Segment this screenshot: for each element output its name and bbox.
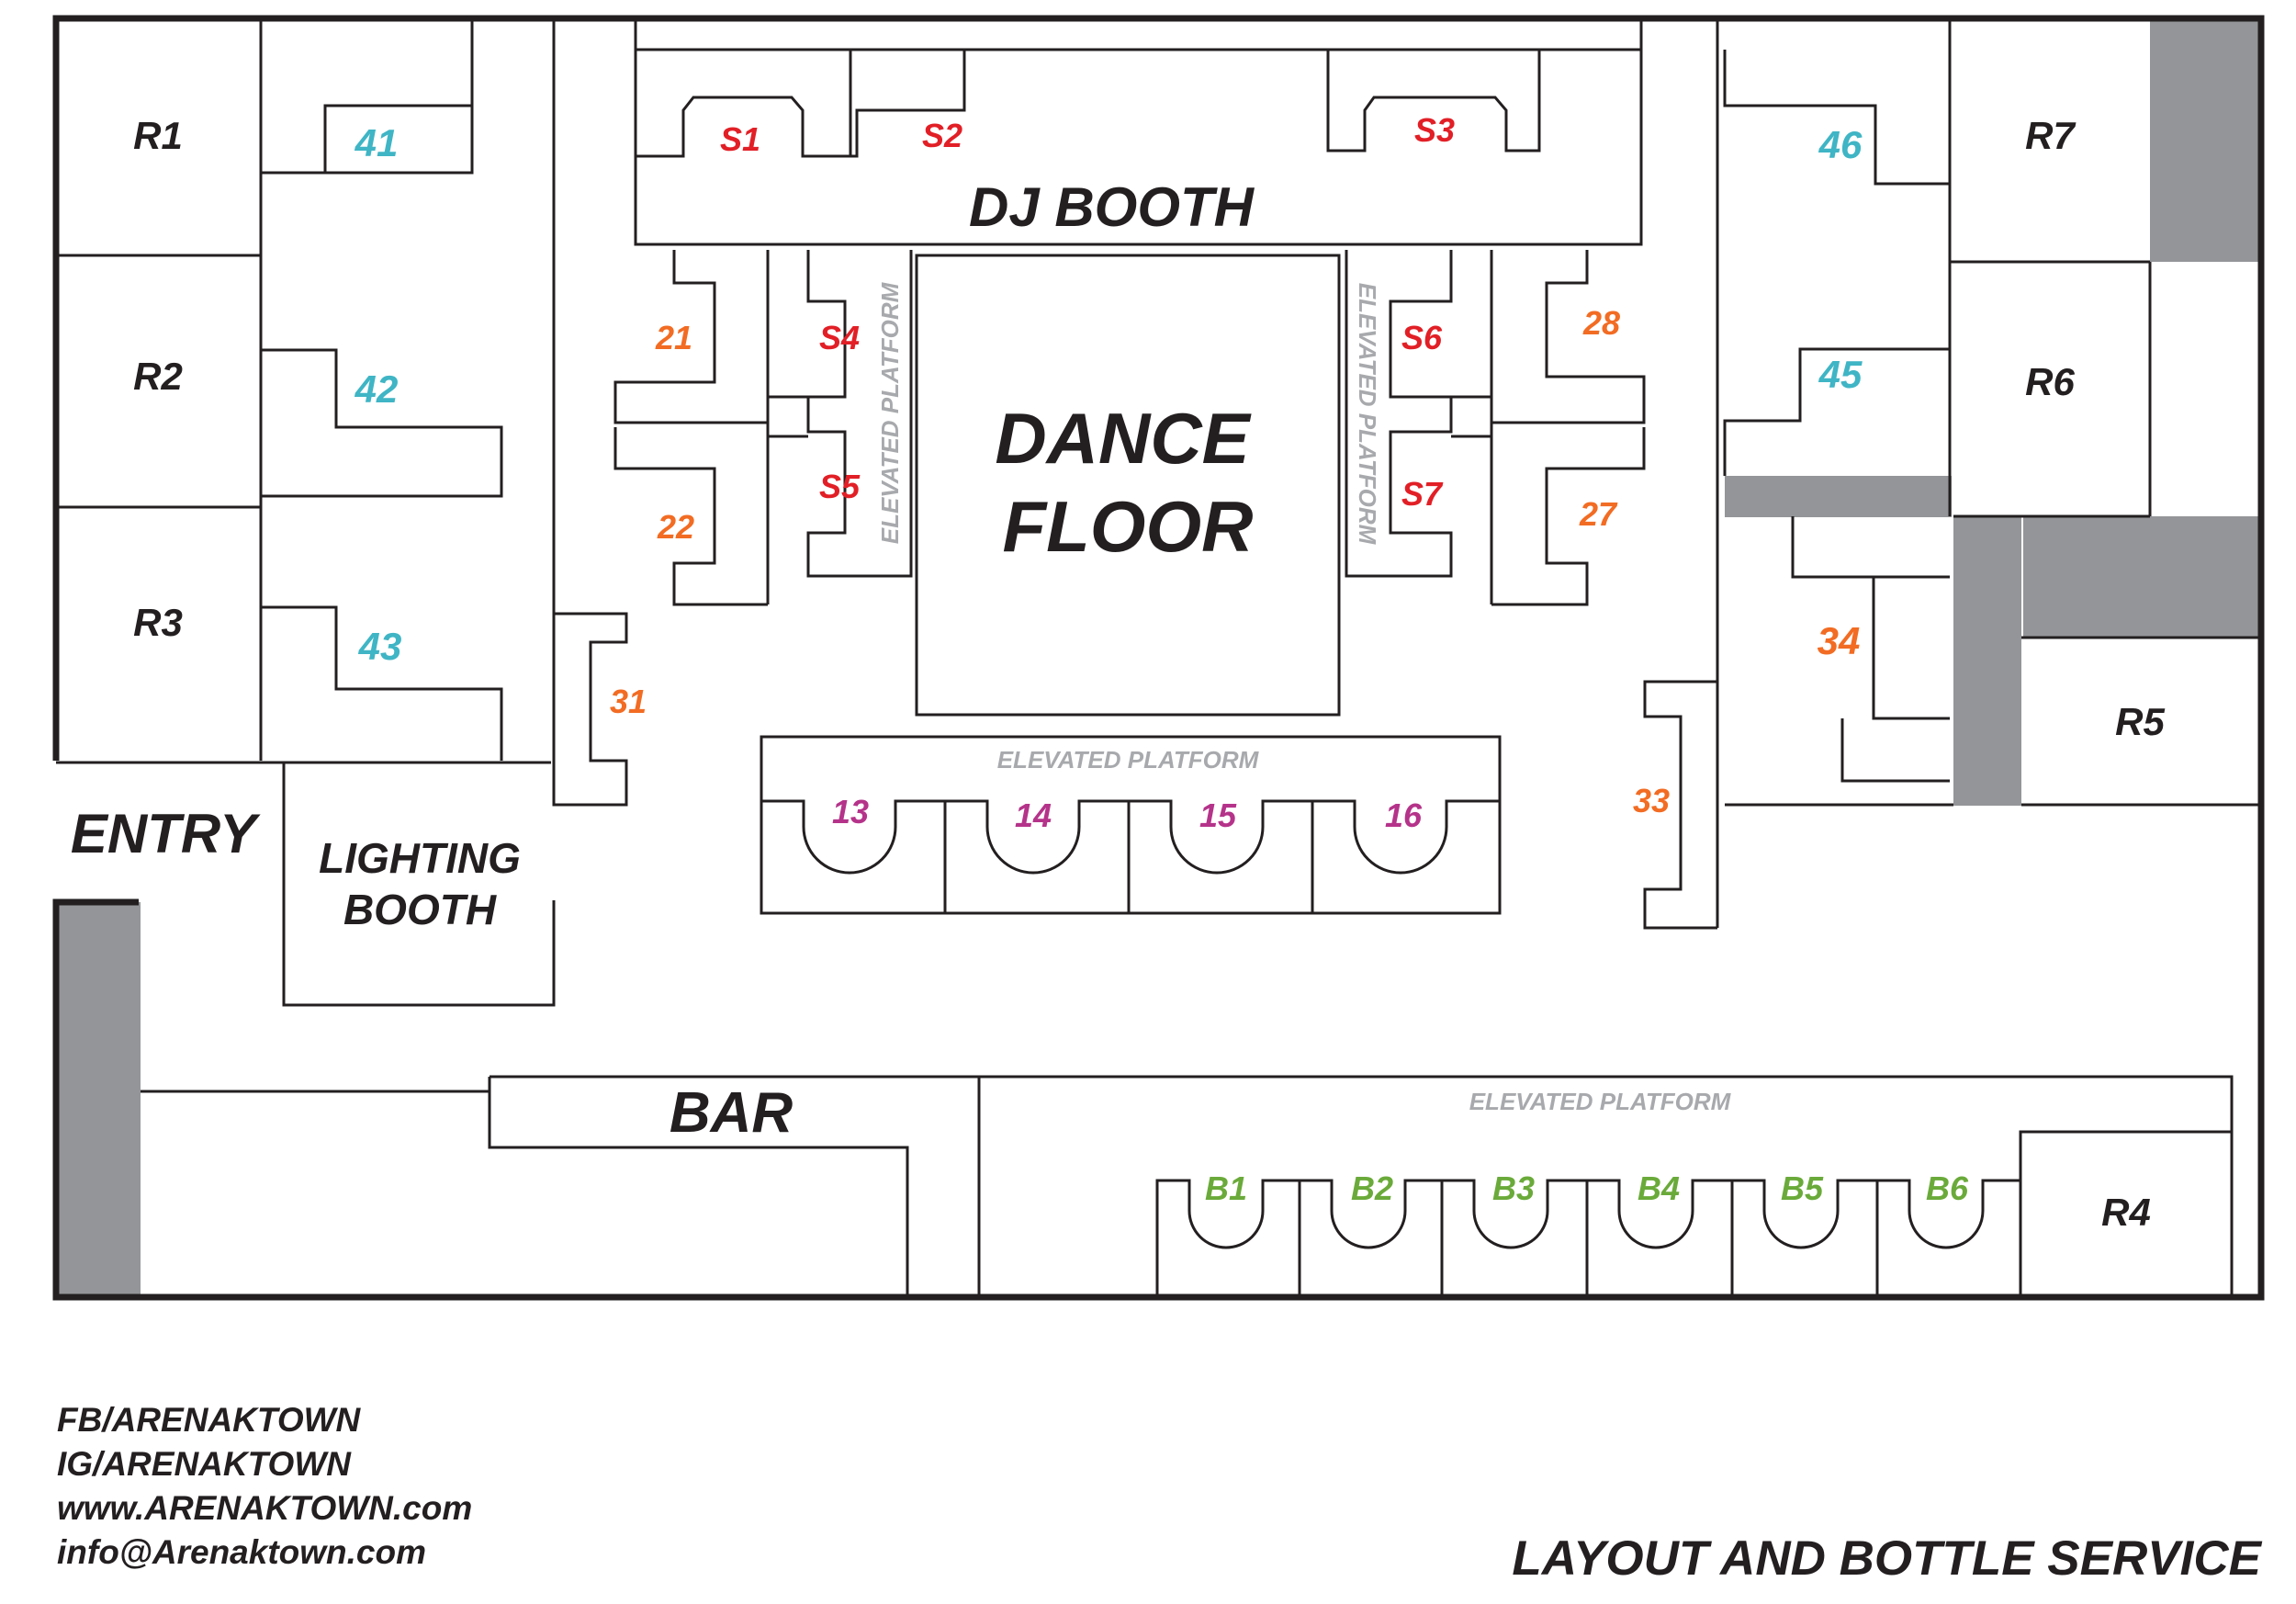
table-14[interactable]: 14 [1015,796,1052,834]
platform-label-left: ELEVATED PLATFORM [876,281,904,544]
table-b4[interactable]: B4 [1638,1169,1680,1207]
platform-label-bottom: ELEVATED PLATFORM [1469,1088,1732,1115]
table-33[interactable]: 33 [1633,782,1670,819]
area-labels: DJ BOOTH DANCE FLOOR ENTRY LIGHTING BOOT… [71,176,1255,1145]
table-21[interactable]: 21 [655,319,692,356]
footer-social: FB/ARENAKTOWN IG/ARENAKTOWN www.ARENAKTO… [57,1398,472,1575]
column-right-band [1725,476,1952,517]
table-s2[interactable]: S2 [922,117,962,154]
table-41[interactable]: 41 [355,121,399,164]
platform-label-right: ELEVATED PLATFORM [1354,283,1381,546]
column-entry [56,902,141,1297]
table-45[interactable]: 45 [1818,353,1863,396]
outer-walls [52,15,2265,1301]
column-right-vertical [1953,516,2021,806]
room-r4[interactable]: R4 [2101,1191,2151,1234]
instagram-handle[interactable]: IG/ARENAKTOWN [57,1445,351,1483]
lighting-booth-label-line1: LIGHTING [319,834,521,882]
stage-tables: S1 S2 S3 S4 S5 S6 S7 [720,111,1455,513]
table-s1[interactable]: S1 [720,120,760,158]
platform-labels: ELEVATED PLATFORM ELEVATED PLATFORM ELEV… [876,281,1732,1115]
table-43[interactable]: 43 [358,625,402,668]
table-15[interactable]: 15 [1199,796,1237,834]
bar-label: BAR [670,1081,793,1145]
email-link[interactable]: info@Arenaktown.com [57,1533,426,1571]
table-s7[interactable]: S7 [1401,475,1444,513]
table-22[interactable]: 22 [657,508,694,546]
facebook-handle[interactable]: FB/ARENAKTOWN [57,1401,361,1439]
table-16[interactable]: 16 [1385,796,1423,834]
website-link[interactable]: www.ARENAKTOWN.com [57,1489,473,1527]
column-right-block [2023,516,2259,638]
interior-walls [56,17,2259,1297]
table-27[interactable]: 27 [1579,495,1618,533]
entry-label: ENTRY [71,803,261,864]
table-s5[interactable]: S5 [819,468,861,505]
lighting-booth-label-line2: BOOTH [343,886,497,933]
table-s3[interactable]: S3 [1414,111,1455,149]
room-r7[interactable]: R7 [2025,114,2076,157]
orange-tables: 21 22 27 28 31 33 34 [610,304,1860,819]
table-b6[interactable]: B6 [1926,1169,1969,1207]
structural-columns [56,18,2259,1297]
room-r1[interactable]: R1 [133,114,183,157]
table-46[interactable]: 46 [1818,123,1863,166]
table-34[interactable]: 34 [1818,619,1861,662]
dj-booth-label: DJ BOOTH [969,176,1255,238]
table-s4[interactable]: S4 [819,319,860,356]
layout-title: LAYOUT AND BOTTLE SERVICE [1512,1531,2261,1586]
magenta-tables: 13 14 15 16 [832,793,1423,834]
room-r6[interactable]: R6 [2025,360,2075,403]
table-b2[interactable]: B2 [1351,1169,1393,1207]
table-28[interactable]: 28 [1582,304,1620,342]
cyan-tables: 41 42 43 45 46 [355,121,1863,668]
green-tables: B1 B2 B3 B4 B5 B6 [1205,1169,1969,1207]
room-r3[interactable]: R3 [133,601,183,644]
room-r5[interactable]: R5 [2115,700,2165,743]
table-s6[interactable]: S6 [1401,319,1443,356]
room-labels: R1 R2 R3 R4 R5 R6 R7 [133,114,2165,1234]
table-31[interactable]: 31 [610,683,647,720]
room-r2[interactable]: R2 [133,355,183,398]
table-b5[interactable]: B5 [1781,1169,1824,1207]
table-13[interactable]: 13 [832,793,869,830]
platform-label-center: ELEVATED PLATFORM [997,746,1260,774]
table-42[interactable]: 42 [355,367,399,411]
column-top-right [2150,18,2259,262]
dance-floor-label-line2: FLOOR [1003,486,1254,567]
dance-floor-label-line1: DANCE [995,398,1251,479]
table-b3[interactable]: B3 [1492,1169,1535,1207]
table-b1[interactable]: B1 [1205,1169,1247,1207]
